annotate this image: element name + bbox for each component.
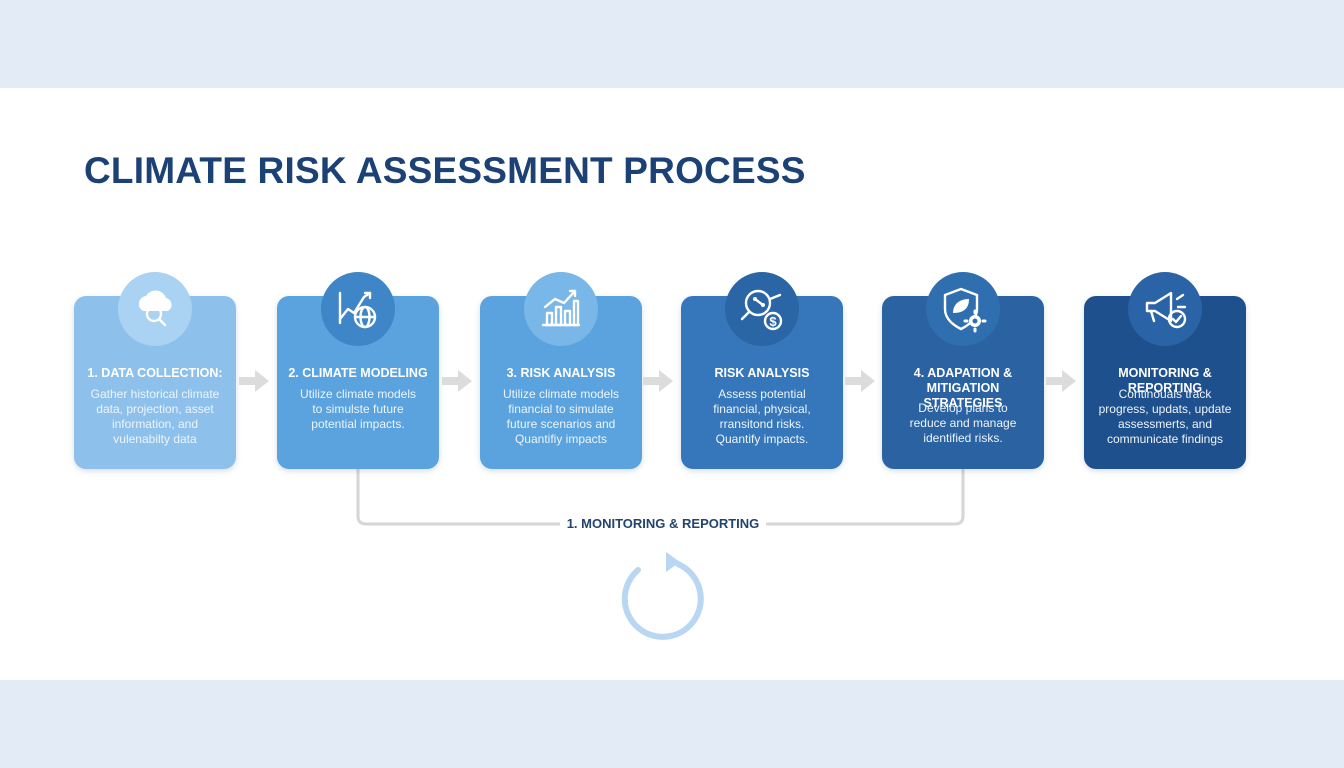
step-description-line: Quantifiy impacts [514, 432, 608, 446]
step-description-line: Gather historical climate [90, 387, 220, 401]
svg-text:$: $ [769, 314, 777, 329]
chart-globe-icon [321, 272, 395, 346]
step-description-line: future scenarios and [506, 417, 616, 431]
step-title: 3. RISK ANALYSIS [484, 366, 638, 381]
step-description-line: potential impacts. [311, 417, 405, 431]
step-description-line: progress, updats, update [1098, 402, 1232, 416]
step-title-line: 4. ADAPATION & [913, 366, 1013, 380]
cloud-search-icon [118, 272, 192, 346]
step-title-line: MONITORING & REPORTING [1118, 366, 1212, 395]
page-title: CLIMATE RISK ASSESSMENT PROCESS [84, 150, 806, 191]
step-description-line: communicate findings [1106, 432, 1224, 446]
flow-arrow-icon [643, 370, 673, 392]
step-description-line: assessmerts, and [1117, 417, 1213, 431]
process-step-card: 2. CLIMATE MODELING Utilize climate model… [277, 272, 439, 469]
flow-arrow-icon [442, 370, 472, 392]
step-description-line: Quantify impacts. [715, 432, 809, 446]
step-description-line: Continouals track [1118, 387, 1212, 401]
diagram-slide: CLIMATE RISK ASSESSMENT PROCESS 1. MONIT… [0, 88, 1344, 680]
bar-chart-icon [524, 272, 598, 346]
step-description-line: financial, physical, [713, 402, 811, 416]
magnifier-dollar-icon: $ [725, 272, 799, 346]
step-description-line: data, projection, asset [96, 402, 214, 416]
step-title: RISK ANALYSIS [685, 366, 839, 381]
step-description-line: identified risks. [923, 431, 1003, 445]
loop-label: 1. MONITORING & REPORTING [560, 516, 766, 531]
step-title-line: 3. RISK ANALYSIS [506, 366, 616, 380]
step-description-line: Develop plans to [918, 401, 1008, 415]
step-title-line: 2. CLIMATE MODELING [288, 366, 428, 380]
step-title-line: MITIGATION STRATEGIES [923, 381, 1003, 410]
step-description-line: financial to simulate [508, 402, 614, 416]
step-title-line: 1. DATA COLLECTION: [87, 366, 223, 380]
step-description-line: Assess potential [718, 387, 806, 401]
cycle-arrow-icon [621, 552, 704, 640]
flow-arrow-icon [239, 370, 269, 392]
step-description-line: to simulste future [312, 402, 404, 416]
step-description-line: rransitond risks. [719, 417, 805, 431]
flow-arrow-icon [845, 370, 875, 392]
step-title: 2. CLIMATE MODELING [281, 366, 435, 381]
step-description-line: reduce and manage [909, 416, 1017, 430]
flow-arrow-icon [1046, 370, 1076, 392]
step-title: 4. ADAPATION &MITIGATION STRATEGIES [886, 366, 1040, 411]
step-description-line: Utilize climate models [502, 387, 620, 401]
process-step-card: 1. DATA COLLECTION: Gather historical cli… [74, 272, 236, 469]
step-description-line: vulenabilty data [113, 432, 197, 446]
step-description-line: Utilize climate models [299, 387, 417, 401]
step-title: 1. DATA COLLECTION: [78, 366, 232, 381]
step-title-line: RISK ANALYSIS [714, 366, 810, 380]
shield-gear-icon [926, 272, 1000, 346]
megaphone-check-icon [1128, 272, 1202, 346]
step-description-line: information, and [111, 417, 199, 431]
step-title: MONITORING & REPORTING [1088, 366, 1242, 396]
